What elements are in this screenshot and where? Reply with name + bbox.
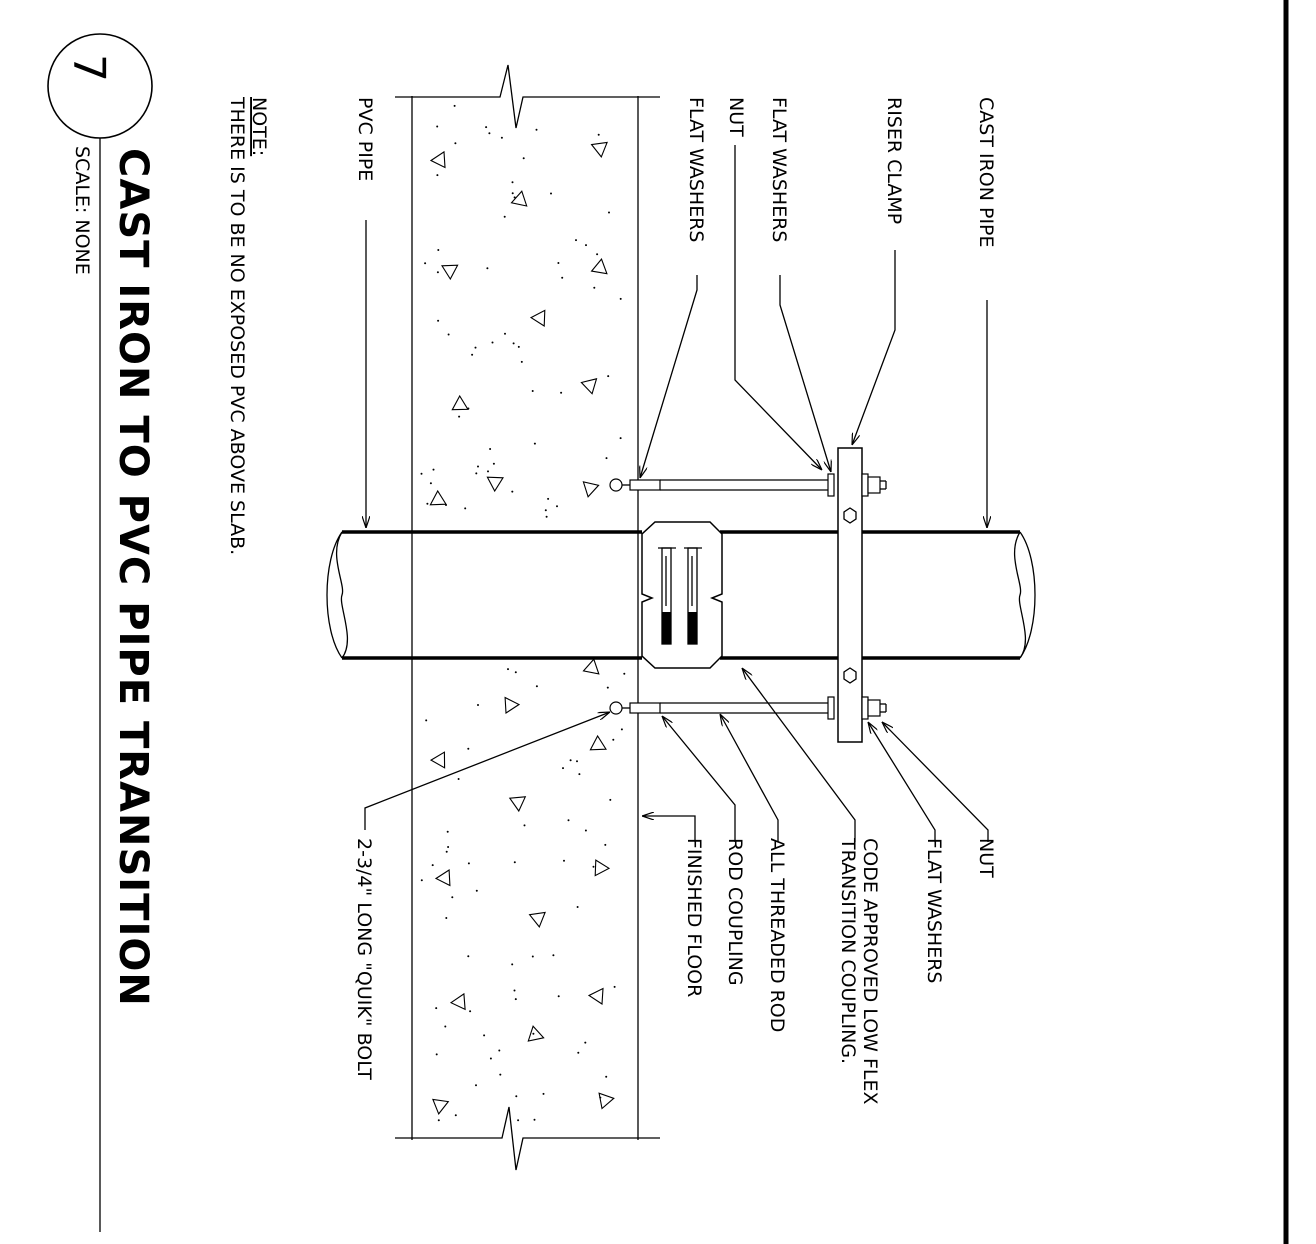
riser-clamp — [837, 447, 863, 743]
label-flat-washers-bottom: FLAT WASHERS — [923, 838, 945, 983]
threaded-rod-bottom — [609, 696, 887, 720]
threaded-rod-top — [609, 473, 887, 497]
concrete-slab — [395, 64, 660, 1171]
label-all-threaded-rod: ALL THREADED ROD — [766, 838, 788, 1032]
transition-coupling — [641, 521, 723, 669]
note-heading: NOTE: — [248, 97, 270, 156]
note: NOTE: THERE IS TO BE NO EXPOSED PVC ABOV… — [226, 96, 270, 555]
label-pvc-pipe: PVC PIPE — [354, 97, 376, 181]
title-block: 7 CAST IRON TO PVC PIPE TRANSITION SCALE… — [47, 33, 156, 1232]
note-text: THERE IS TO BE NO EXPOSED PVC ABOVE SLAB… — [226, 96, 248, 555]
label-finished-floor: FINISHED FLOOR — [683, 838, 705, 997]
detail-number: 7 — [63, 54, 114, 82]
label-rod-coupling: ROD COUPLING — [724, 838, 746, 986]
label-flat-washers-top2: FLAT WASHERS — [685, 97, 707, 242]
detail-scale: SCALE: NONE — [71, 146, 93, 275]
label-cast-iron-pipe: CAST IRON PIPE — [975, 97, 997, 248]
pipe-assembly — [326, 447, 1036, 743]
label-coupling-line1: CODE APPROVED LOW FLEX — [859, 838, 881, 1105]
callout-labels: CAST IRON PIPE RISER CLAMP FLAT WASHERS … — [353, 97, 997, 1105]
label-nut-top: NUT — [725, 97, 747, 137]
label-coupling-line2: TRANSITION COUPLING. — [837, 837, 859, 1064]
label-quik-bolt: 2-3/4" LONG "QUIK" BOLT — [353, 838, 375, 1080]
slab-aggregate — [420, 104, 626, 1122]
label-nut-bottom: NUT — [975, 838, 997, 878]
detail-title: CAST IRON TO PVC PIPE TRANSITION — [110, 148, 156, 1007]
leaders — [365, 145, 988, 842]
label-riser-clamp: RISER CLAMP — [883, 97, 905, 224]
detail-number-bubble — [47, 33, 153, 139]
label-flat-washers-top: FLAT WASHERS — [768, 97, 790, 242]
